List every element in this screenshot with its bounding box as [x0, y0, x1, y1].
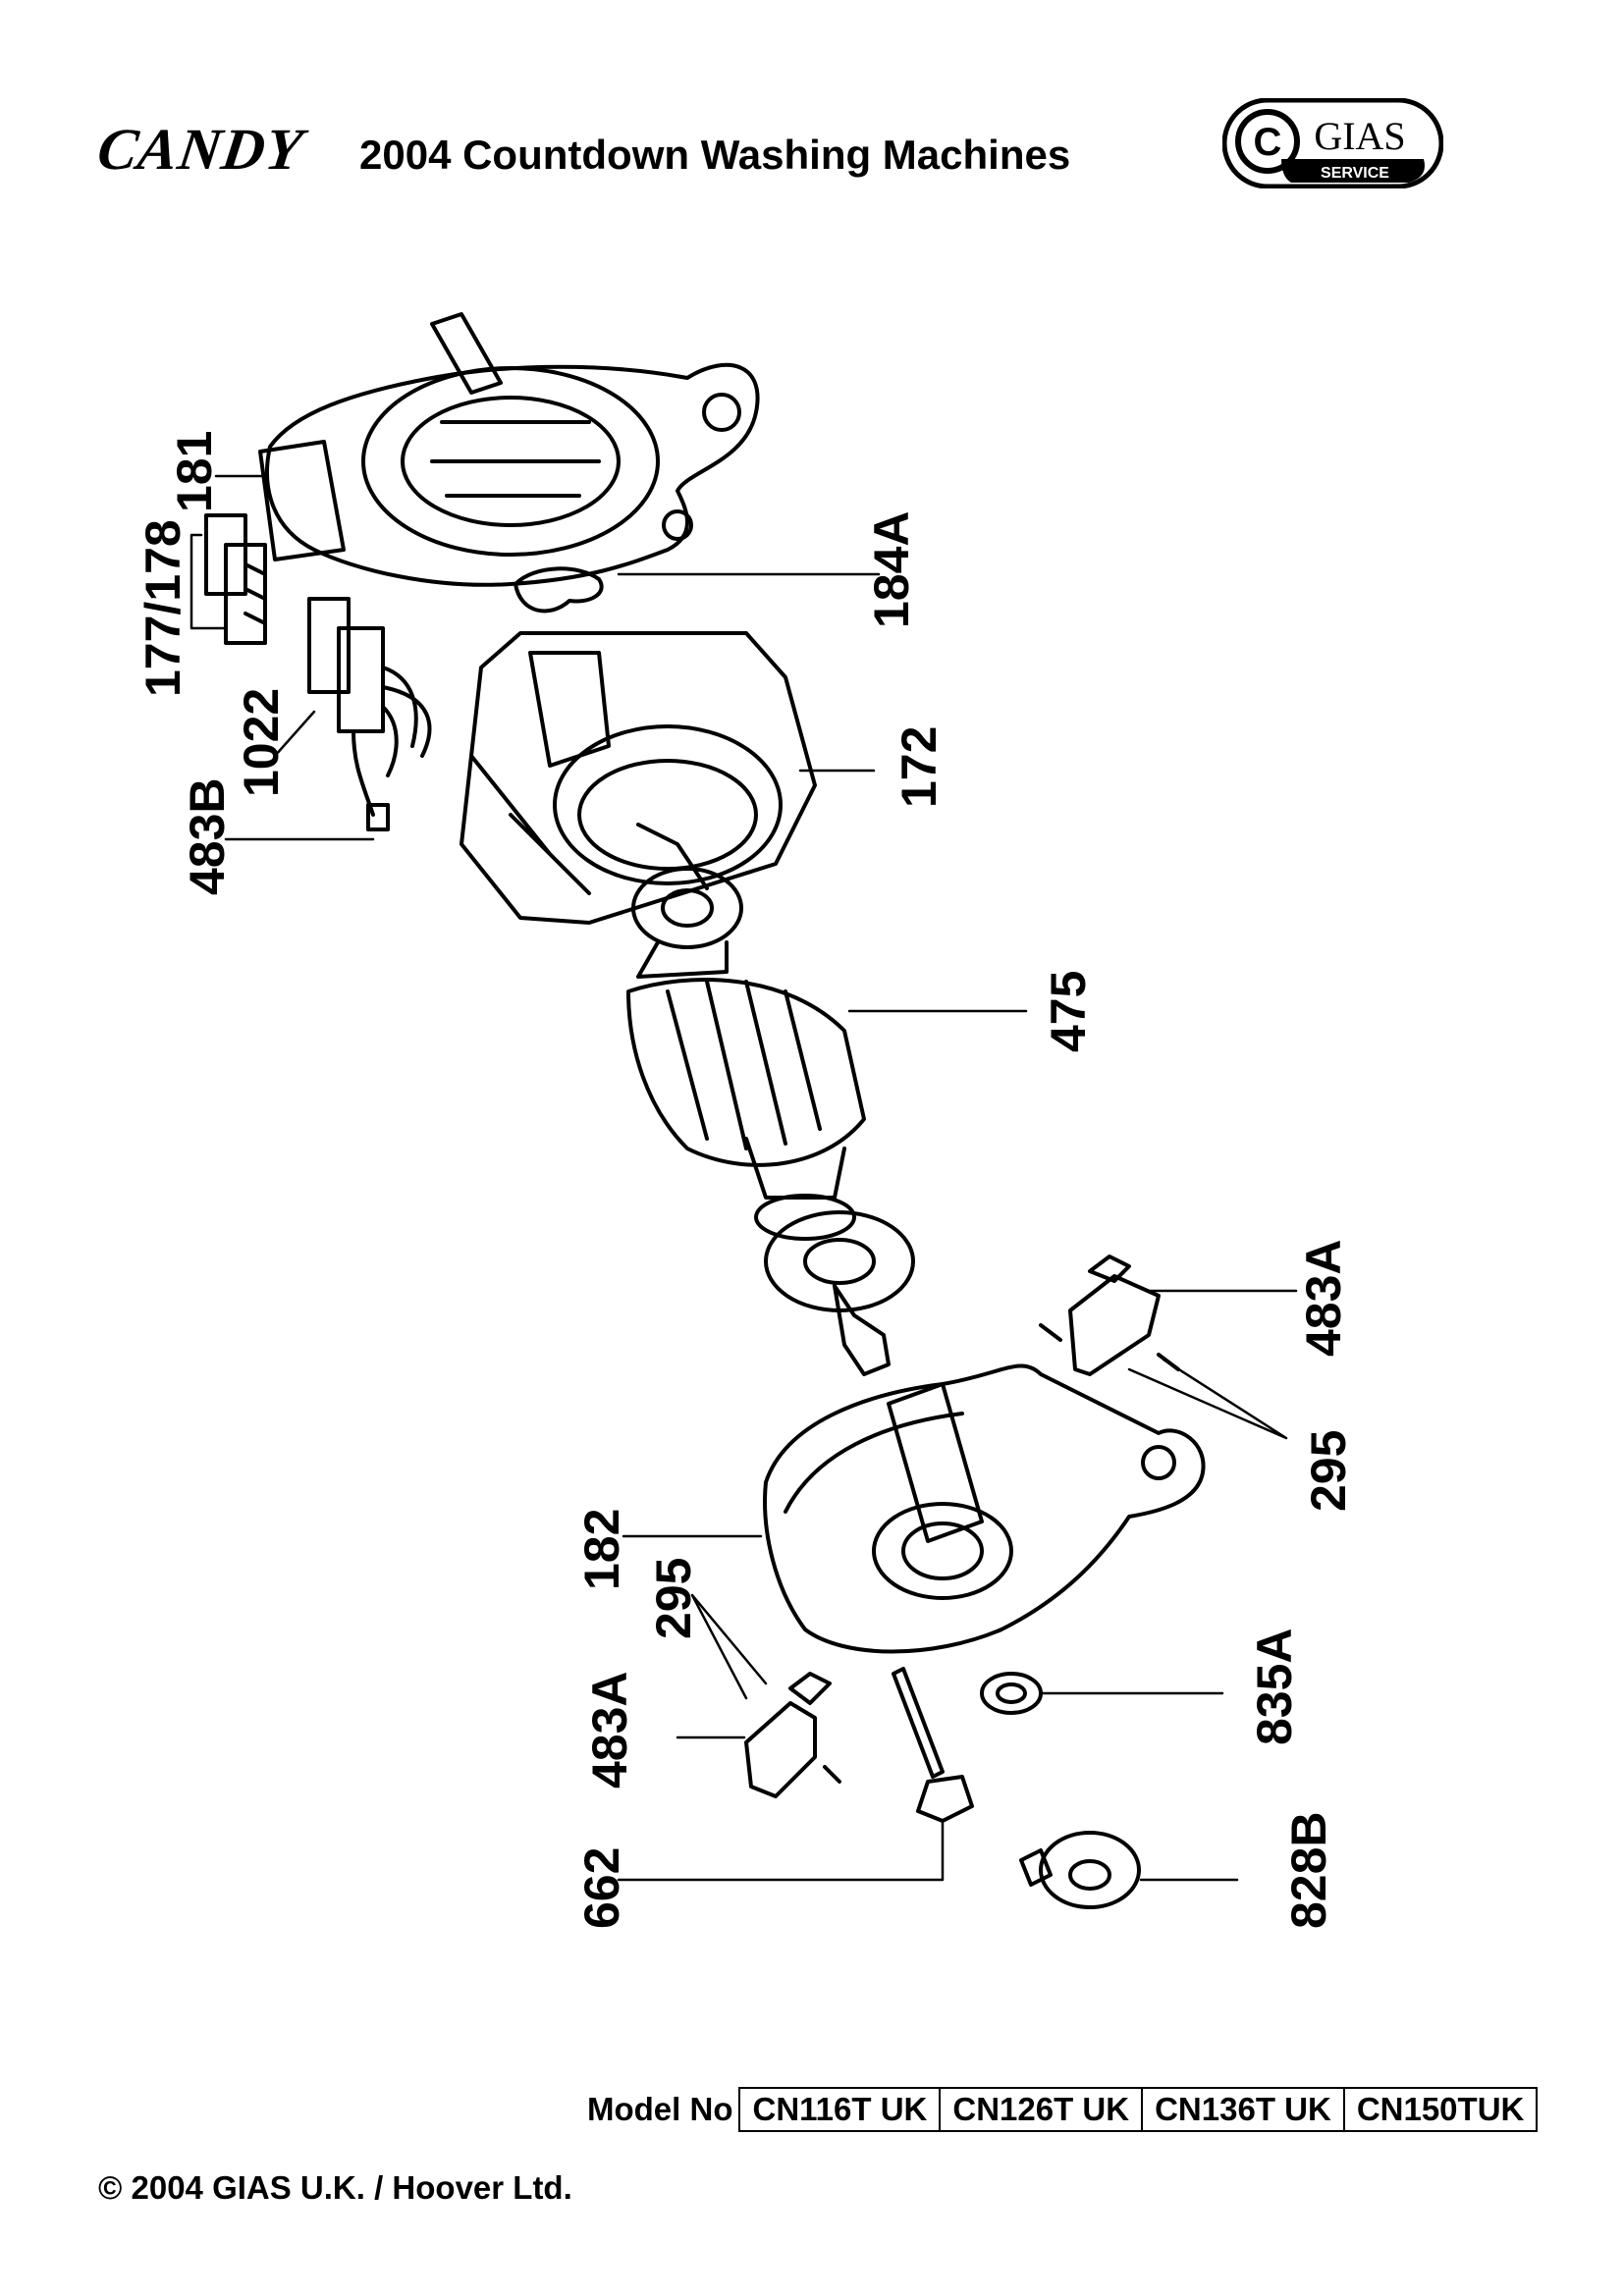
callout-835a: 835A [1247, 1628, 1302, 1745]
callout-828b: 828B [1281, 1811, 1336, 1929]
page-title: 2004 Countdown Washing Machines [359, 132, 1071, 178]
model-cell: CN116T UK [738, 2087, 942, 2132]
callout-177-178: 177/178 [135, 519, 190, 697]
logo-subtext: SERVICE [1321, 165, 1389, 182]
callout-182: 182 [574, 1509, 629, 1590]
model-cell: CN126T UK [939, 2087, 1144, 2132]
leader-lines [189, 474, 1298, 1882]
exploded-motor-diagram: 181 177/178 1022 483B 184A 172 475 483A … [135, 312, 1356, 1929]
front-end-shield [763, 1363, 1206, 1654]
thermal-protector [1019, 1831, 1141, 1909]
callout-475: 475 [1041, 971, 1096, 1052]
bolt [892, 1667, 974, 1823]
callout-662: 662 [574, 1847, 629, 1929]
svg-text:C: C [1254, 121, 1282, 164]
model-label: Model No [587, 2091, 733, 2127]
gasket [514, 566, 604, 614]
thermal-plug [366, 803, 390, 831]
callout-295-right: 295 [1301, 1430, 1356, 1512]
model-table: CN116T UK CN126T UK CN136T UK CN150TUK [738, 2087, 1539, 2132]
callout-1022: 1022 [234, 688, 289, 797]
gias-service-logo: C GIAS SERVICE [1222, 98, 1443, 188]
brush-holder-right [1039, 1255, 1180, 1376]
wiring-connector [307, 597, 432, 817]
model-numbers: Model No CN116T UK CN126T UK CN136T UK C… [587, 2087, 1539, 2132]
copyright-text: © 2004 GIAS U.K. / Hoover Ltd. [98, 2169, 572, 2206]
callout-483a-left: 483A [582, 1671, 637, 1789]
rear-end-shield [258, 312, 760, 587]
brush-holder-left [744, 1672, 841, 1798]
callout-181: 181 [167, 431, 222, 512]
model-cell: CN150TUK [1342, 2087, 1539, 2132]
candy-logo: CANDY [93, 117, 308, 182]
callout-295-left: 295 [646, 1558, 701, 1639]
callout-184a: 184A [864, 510, 919, 628]
rotor [626, 823, 915, 1376]
callout-483b: 483B [180, 777, 235, 895]
page-header: CANDY 2004 Countdown Washing Machines C … [0, 0, 1623, 216]
model-cell: CN136T UK [1141, 2087, 1345, 2132]
bearing [980, 1672, 1043, 1715]
stator [460, 631, 817, 925]
callout-483a-right: 483A [1296, 1239, 1351, 1357]
connector-block [204, 513, 267, 645]
callout-172: 172 [892, 726, 947, 808]
logo-text: GIAS [1314, 114, 1405, 158]
